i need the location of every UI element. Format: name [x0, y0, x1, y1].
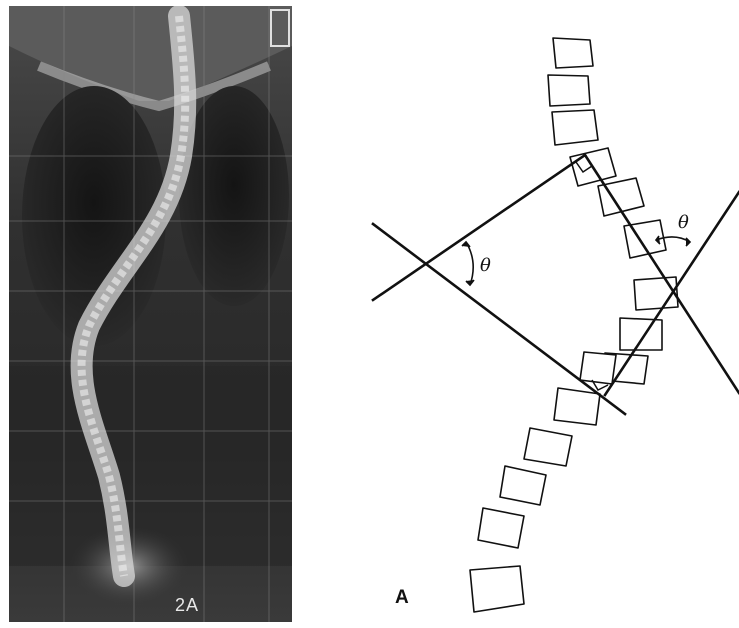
vertebra [548, 75, 590, 106]
lower-perpendicular-line [605, 192, 739, 395]
angle-arc-left [466, 242, 473, 285]
vertebra [580, 352, 616, 384]
lower-endplate-line [373, 224, 625, 414]
cobb-angle-label-right: θ [678, 212, 689, 233]
xray-image [9, 6, 292, 622]
vertebra [620, 318, 662, 350]
vertebra [524, 428, 572, 466]
cobb-angle-diagram [292, 0, 739, 628]
xray-film-label: 2A [175, 595, 199, 616]
vertebra [500, 466, 546, 505]
vertebra [553, 38, 593, 68]
upper-endplate-line [373, 155, 585, 300]
vertebra [470, 566, 524, 612]
vertebra [478, 508, 524, 548]
panel-letter: A [395, 587, 409, 609]
vertebra [552, 110, 598, 145]
xray-radiograph: 2A [9, 6, 292, 622]
spine-line-drawing [292, 0, 739, 628]
cobb-angle-label-left: θ [480, 255, 491, 276]
vertebra [554, 388, 600, 425]
